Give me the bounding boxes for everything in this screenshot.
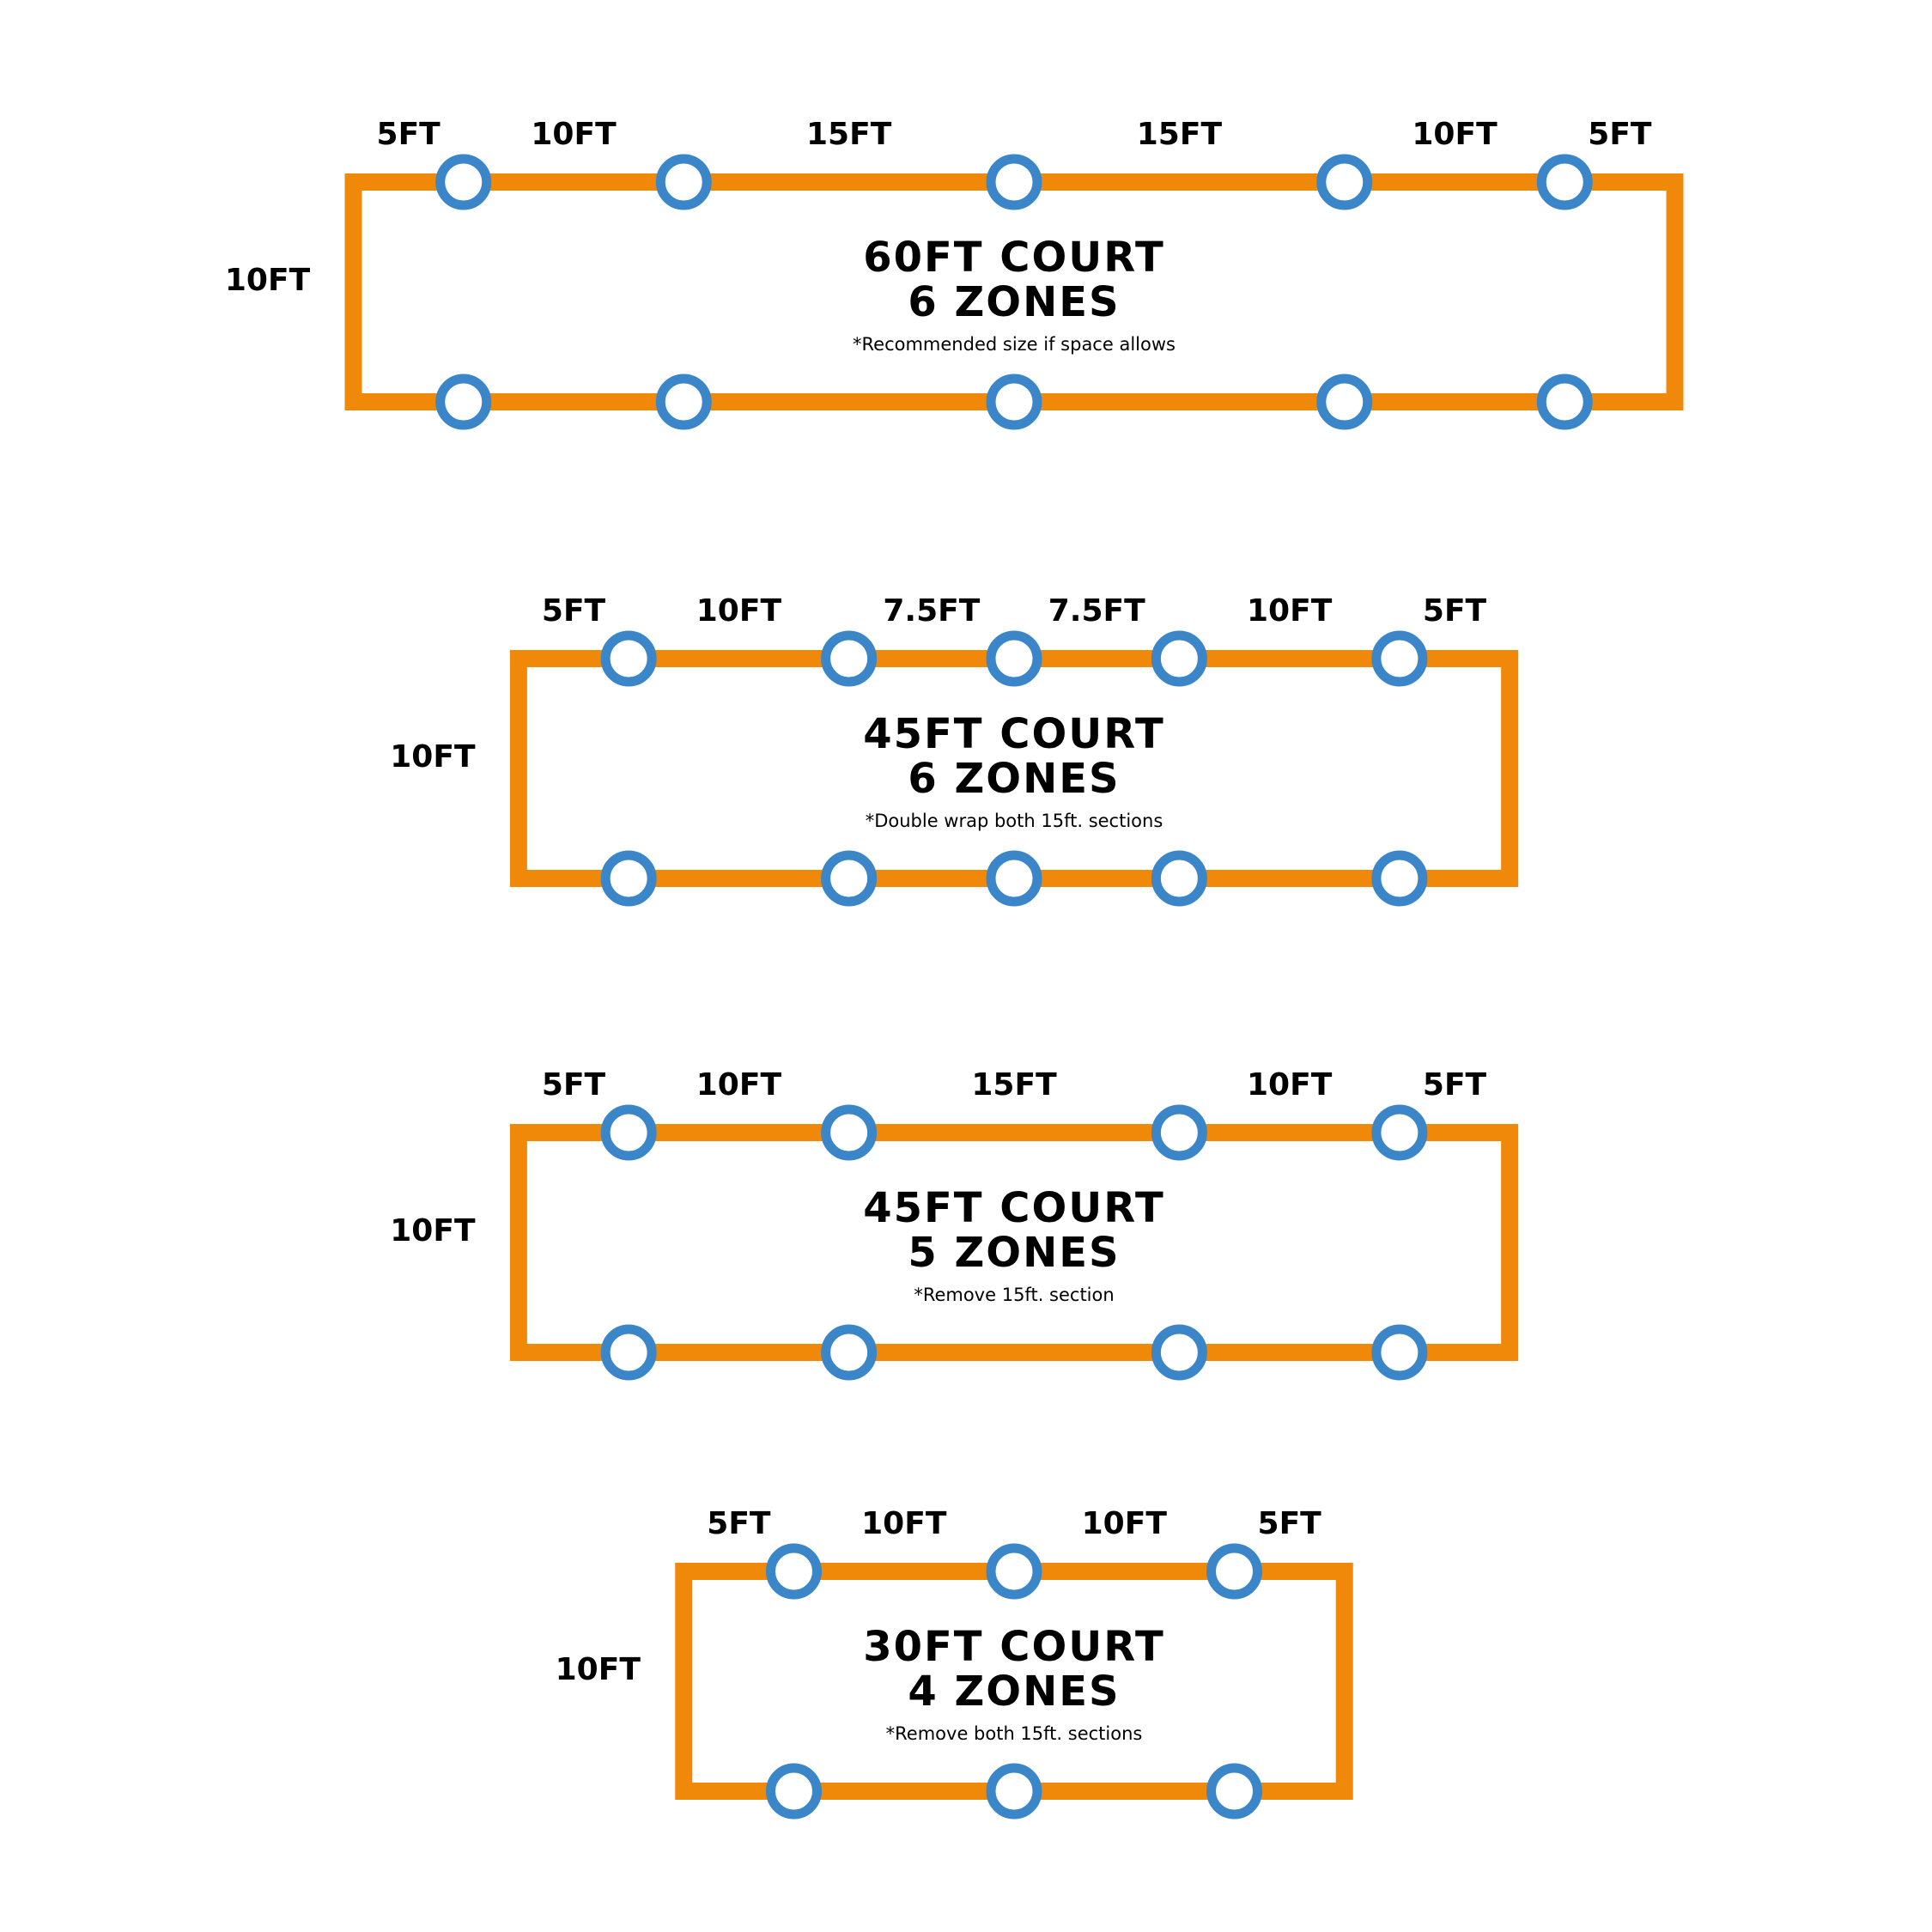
segment-length-label: 15FT — [806, 117, 892, 152]
segment-length-label: 7.5FT — [1048, 593, 1145, 629]
post-marker — [821, 630, 878, 687]
post-marker — [600, 1324, 657, 1381]
post-marker — [435, 374, 492, 430]
post-marker — [821, 1104, 878, 1161]
post-marker — [986, 1763, 1042, 1820]
post-marker — [600, 850, 657, 907]
side-length-label: 10FT — [390, 1213, 476, 1249]
segment-length-label: 5FT — [1588, 117, 1652, 152]
post-marker — [1371, 630, 1428, 687]
segment-length-label: 15FT — [971, 1067, 1057, 1103]
post-marker — [600, 1104, 657, 1161]
side-length-label: 10FT — [556, 1652, 641, 1687]
court-frame — [509, 1124, 1519, 1361]
court-title: 45FT COURT — [863, 1184, 1165, 1232]
segment-length-label: 5FT — [377, 117, 441, 152]
segment-length-label: 7.5FT — [883, 593, 980, 629]
segment-length-label: 10FT — [1247, 1067, 1333, 1103]
post-marker — [1206, 1763, 1262, 1820]
court-note: *Recommended size if space allows — [853, 334, 1176, 355]
court-title: 45FT COURT — [863, 710, 1165, 758]
post-marker — [986, 154, 1042, 210]
segment-length-label: 10FT — [696, 593, 782, 629]
segment-length-label: 5FT — [707, 1506, 771, 1541]
post-marker — [986, 630, 1042, 687]
segment-length-label: 10FT — [1247, 593, 1333, 629]
segment-length-label: 10FT — [531, 117, 617, 152]
post-marker — [1151, 630, 1207, 687]
post-marker — [821, 1324, 878, 1381]
court-zones: 6 ZONES — [908, 755, 1120, 803]
segment-length-label: 10FT — [861, 1506, 947, 1541]
post-marker — [1371, 1324, 1428, 1381]
post-marker — [1371, 850, 1428, 907]
post-marker — [986, 850, 1042, 907]
court-note: *Remove 15ft. section — [914, 1285, 1114, 1305]
post-marker — [655, 154, 712, 210]
post-marker — [821, 850, 878, 907]
post-marker — [986, 1543, 1042, 1600]
segment-length-label: 5FT — [1423, 1067, 1487, 1103]
court-2: 5FT 10FT 7.5FT 7.5FT 10FT 5FT 10FT 45FT COURT6 … — [390, 593, 1519, 907]
post-marker — [435, 154, 492, 210]
court-zones: 5 ZONES — [908, 1229, 1120, 1277]
segment-length-label: 5FT — [542, 593, 606, 629]
post-marker — [1316, 374, 1373, 430]
post-marker — [1371, 1104, 1428, 1161]
court-title: 60FT COURT — [863, 234, 1165, 282]
post-marker — [655, 374, 712, 430]
side-length-label: 10FT — [225, 263, 311, 298]
court-zones: 4 ZONES — [908, 1668, 1120, 1716]
court-zones: 6 ZONES — [908, 278, 1120, 326]
post-marker — [1151, 850, 1207, 907]
segment-length-label: 10FT — [1412, 117, 1498, 152]
post-marker — [986, 374, 1042, 430]
post-marker — [1151, 1104, 1207, 1161]
post-marker — [1536, 154, 1593, 210]
court-note: *Remove both 15ft. sections — [886, 1723, 1143, 1744]
segment-length-label: 10FT — [696, 1067, 782, 1103]
post-marker — [1316, 154, 1373, 210]
segment-length-label: 5FT — [542, 1067, 606, 1103]
court-note: *Double wrap both 15ft. sections — [866, 811, 1163, 831]
segment-length-label: 5FT — [1423, 593, 1487, 629]
post-marker — [600, 630, 657, 687]
segment-length-label: 5FT — [1258, 1506, 1322, 1541]
post-marker — [766, 1763, 822, 1820]
side-length-label: 10FT — [390, 739, 476, 775]
post-marker — [1151, 1324, 1207, 1381]
post-marker — [1536, 374, 1593, 430]
segment-length-label: 15FT — [1137, 117, 1223, 152]
segment-length-label: 10FT — [1082, 1506, 1168, 1541]
post-marker — [1206, 1543, 1262, 1600]
court-title: 30FT COURT — [863, 1623, 1165, 1671]
post-marker — [766, 1543, 822, 1600]
